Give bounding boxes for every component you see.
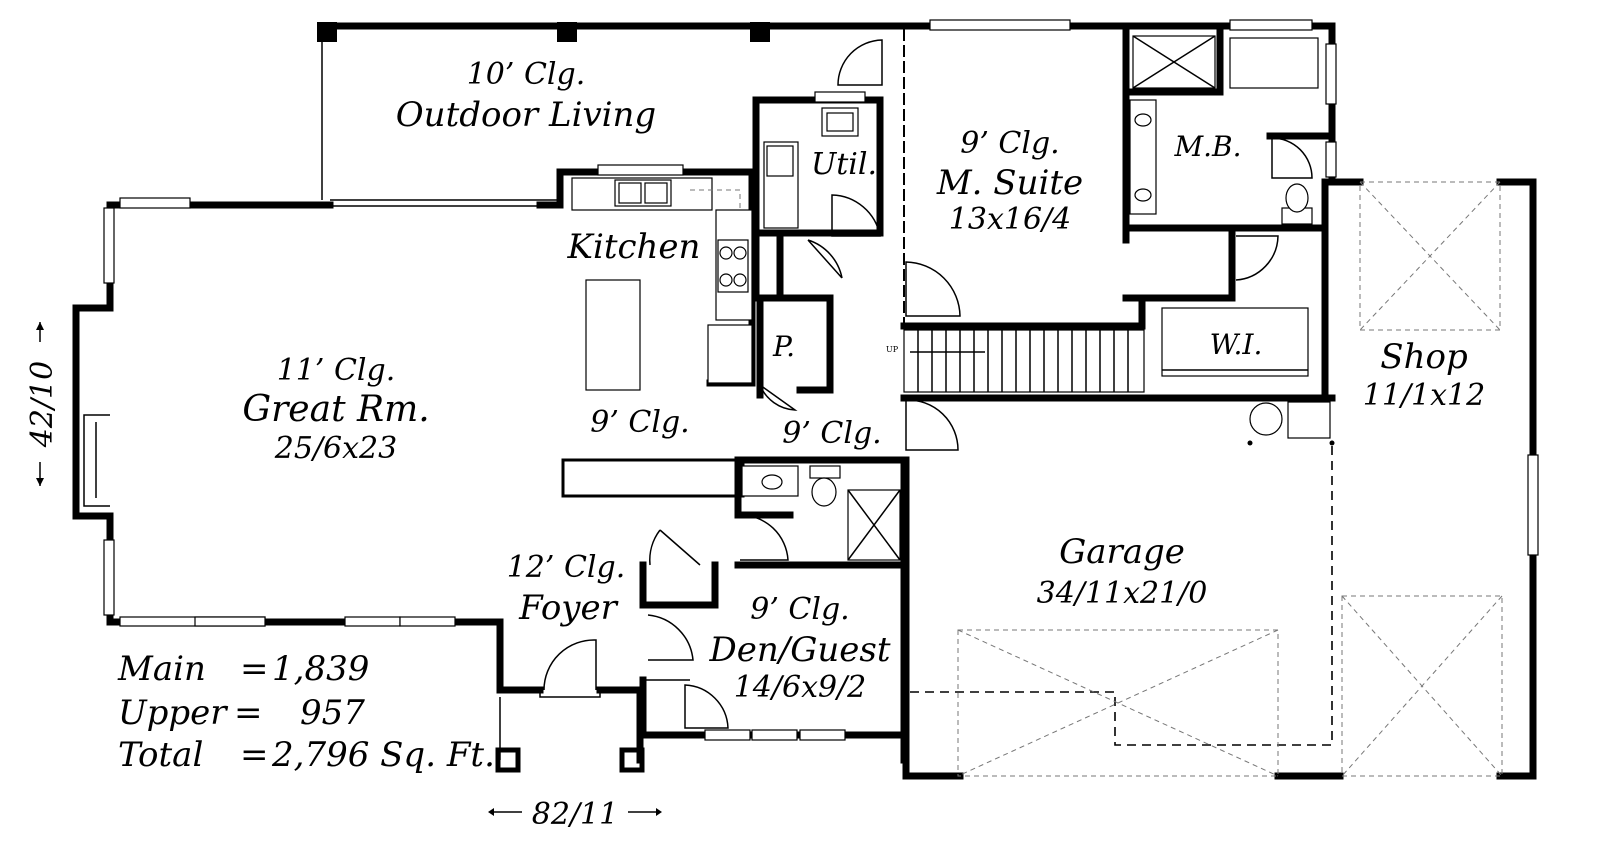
stairs: UP [886,329,1336,402]
great-room-name: Great Rm. [242,389,429,430]
area-main-value: 1,839 [272,649,369,689]
shop-name: Shop [1380,337,1467,377]
den-guest-name: Den/Guest [708,630,890,670]
area-total-label: Total [118,735,203,775]
area-total-value: 2,796 Sq. Ft. [271,735,495,775]
area-upper-value: 957 [300,693,365,733]
area-total-eq: = [240,735,269,775]
master-suite-name: M. Suite [936,163,1083,203]
width-dimension: 82/11 [532,797,618,832]
kitchen-ceiling: 9’ Clg. [590,405,689,440]
great-room-size: 25/6x23 [274,431,397,466]
hall-ceiling: 9’ Clg. [782,416,881,451]
great-room-ceiling: 11’ Clg. [277,353,396,388]
area-summary: Main = 1,839 Upper = 957 Total = 2,796 S… [117,649,495,775]
den-guest-size: 14/6x9/2 [734,670,867,705]
garage-walls [902,401,1344,780]
outdoor-living-ceiling: 10’ Clg. [467,57,586,92]
walk-in-name: W.I. [1210,328,1263,361]
foyer-walls [495,529,909,773]
pantry-name: P. [772,330,795,363]
shop-size: 11/1x12 [1363,378,1485,413]
dimension-markers [36,322,662,816]
foyer-ceiling: 12’ Clg. [507,550,626,585]
foyer-name: Foyer [518,588,619,628]
great-room-walls [72,197,560,627]
kitchen-name: Kitchen [567,227,701,267]
master-suite-walls [896,19,1337,399]
garage-size: 34/11x21/0 [1037,576,1208,611]
powder-room-walls [734,399,959,764]
garage-name: Garage [1059,532,1185,572]
area-upper-eq: = [234,693,263,733]
depth-dimension: 42/10 [25,361,60,448]
outdoor-living-patio [317,22,904,200]
area-main-label: Main [117,649,206,689]
utility-pantry-walls [752,39,884,411]
utility-name: Util. [811,147,877,182]
area-main-eq: = [240,649,269,689]
master-suite-ceiling: 9’ Clg. [960,126,1059,161]
master-bath-name: M.B. [1173,130,1241,163]
outdoor-living-name: Outdoor Living [396,95,656,135]
stair-up-label: UP [886,345,899,354]
kitchen-walls [536,164,756,498]
master-suite-size: 13x16/4 [949,202,1071,237]
area-upper-label: Upper [118,693,228,733]
shop-walls [1328,178,1539,780]
room-labels: 10’ Clg. Outdoor Living Kitchen 9’ Clg. … [242,57,1485,705]
den-guest-ceiling: 9’ Clg. [750,592,849,627]
